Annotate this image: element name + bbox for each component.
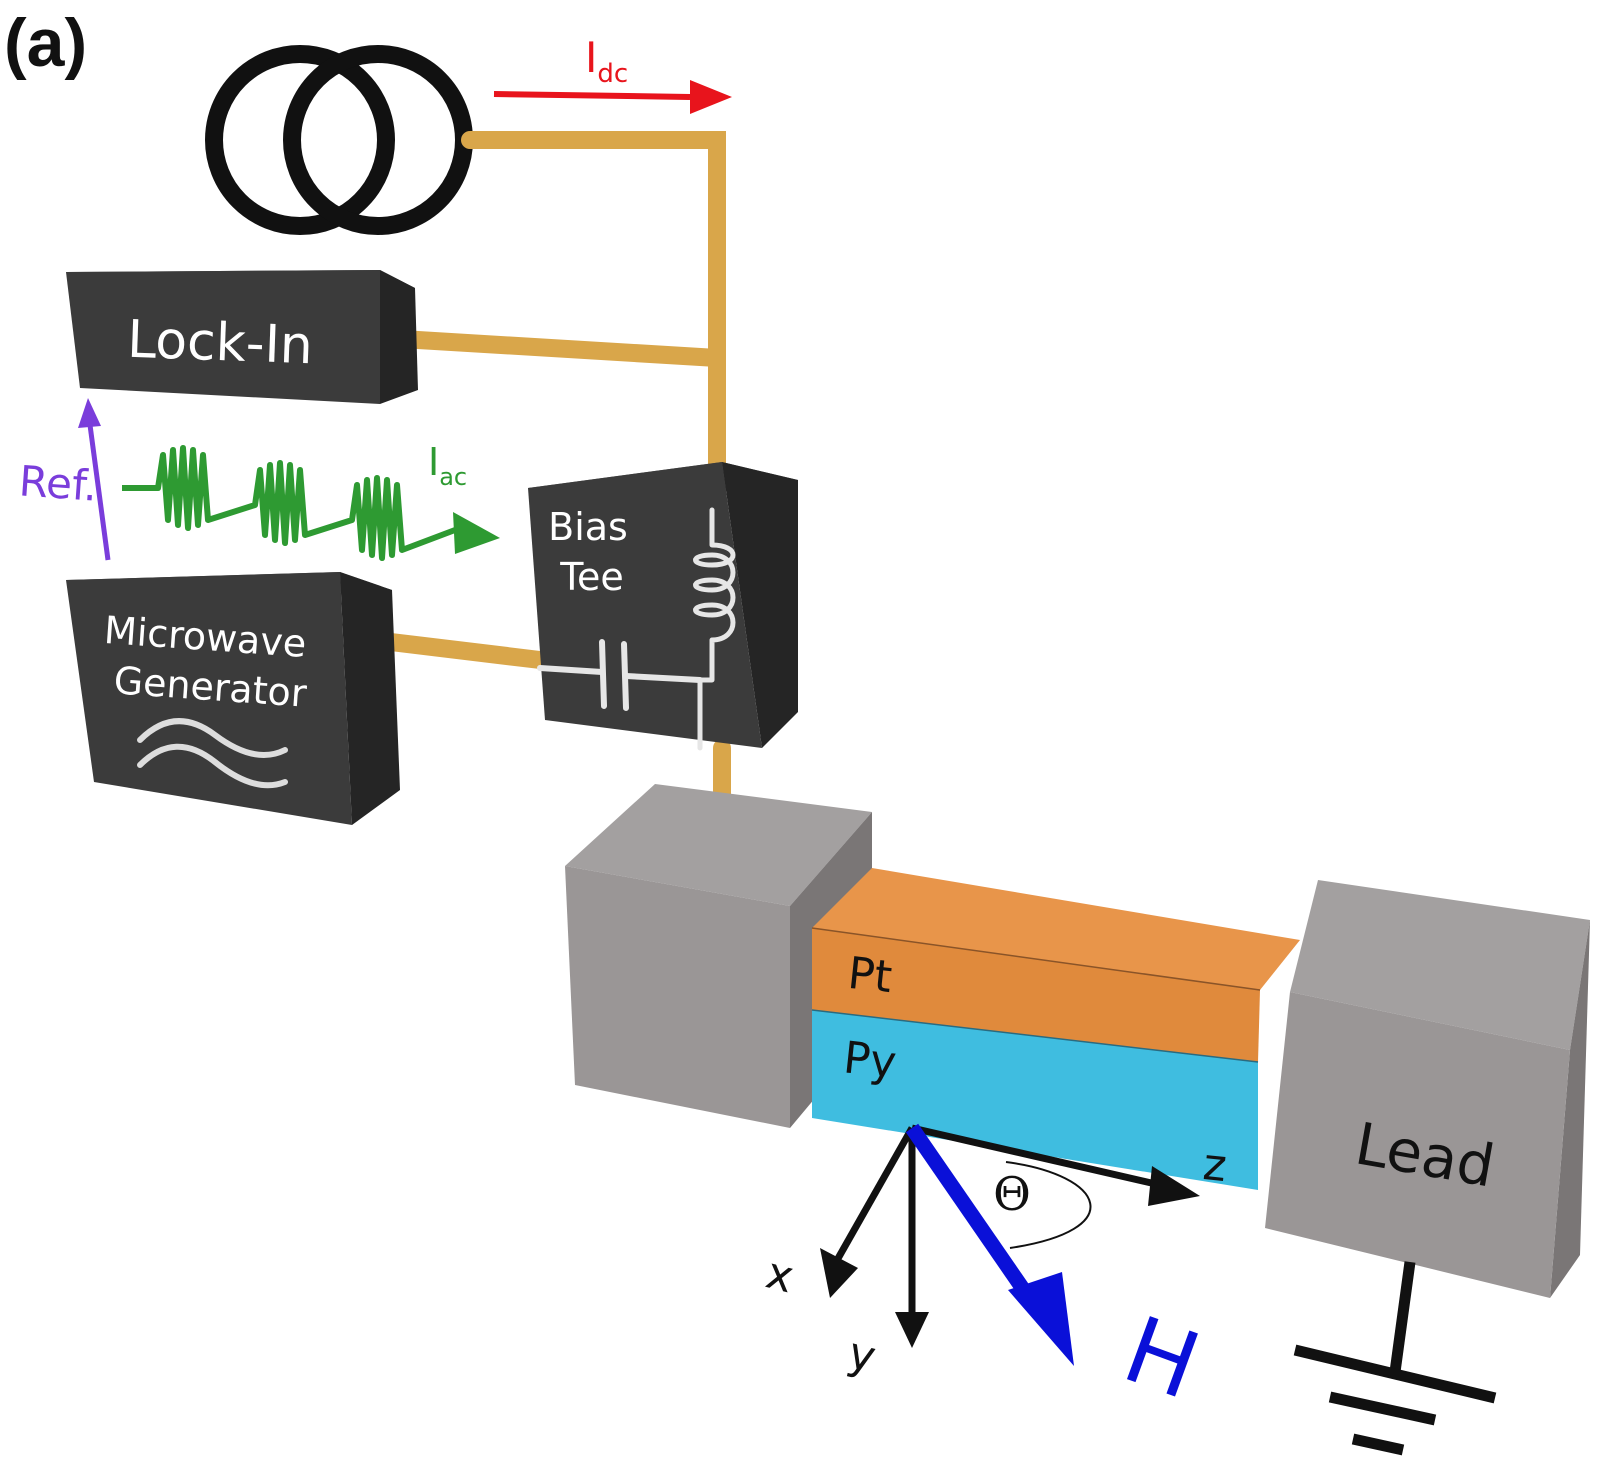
bias-tee-box: Bias Tee xyxy=(528,462,798,751)
x-axis-arrow xyxy=(820,1126,916,1298)
current-source-icon xyxy=(205,45,473,235)
panel-label: (a) xyxy=(4,5,87,81)
bilayer-strip: Pt Py z xyxy=(811,868,1300,1192)
lock-in-label: Lock-In xyxy=(126,310,314,376)
coordinate-axes: Θ x y H xyxy=(761,1123,1213,1420)
z-axis-label: z xyxy=(1201,1139,1229,1192)
z-axis-arrow xyxy=(911,1124,1200,1206)
py-label: Py xyxy=(841,1032,899,1088)
inductor-icon xyxy=(693,507,736,751)
x-axis-label: x xyxy=(761,1248,799,1304)
y-axis-arrow xyxy=(895,1128,929,1348)
dc-current-label: Idc xyxy=(585,33,628,89)
left-contact-block xyxy=(565,784,872,1128)
pt-label: Pt xyxy=(846,948,895,1003)
field-h-label: H xyxy=(1111,1296,1213,1420)
reference-arrow: Ref. xyxy=(17,398,111,561)
bias-tee-line2: Tee xyxy=(559,555,624,599)
sine-wave-icon xyxy=(137,718,288,789)
lead-block: Lead xyxy=(1265,880,1590,1298)
microwave-generator-box: Microwave Generator xyxy=(66,572,400,825)
bias-tee-line1: Bias xyxy=(548,505,628,549)
lock-in-box: Lock-In xyxy=(66,270,418,404)
ac-current-wave: Iac xyxy=(122,440,500,561)
cable-lock-in xyxy=(376,329,726,367)
angle-arc xyxy=(1005,1161,1092,1249)
angle-label: Θ xyxy=(993,1167,1031,1221)
ground-icon xyxy=(1293,1261,1497,1456)
reference-label: Ref. xyxy=(17,456,98,510)
dc-current-arrow: Idc xyxy=(493,33,732,114)
cable-source xyxy=(461,131,726,514)
capacitor-icon xyxy=(537,639,703,711)
field-h-arrow xyxy=(905,1123,1074,1366)
ac-current-label: Iac xyxy=(428,440,467,491)
y-axis-label: y xyxy=(843,1328,881,1384)
